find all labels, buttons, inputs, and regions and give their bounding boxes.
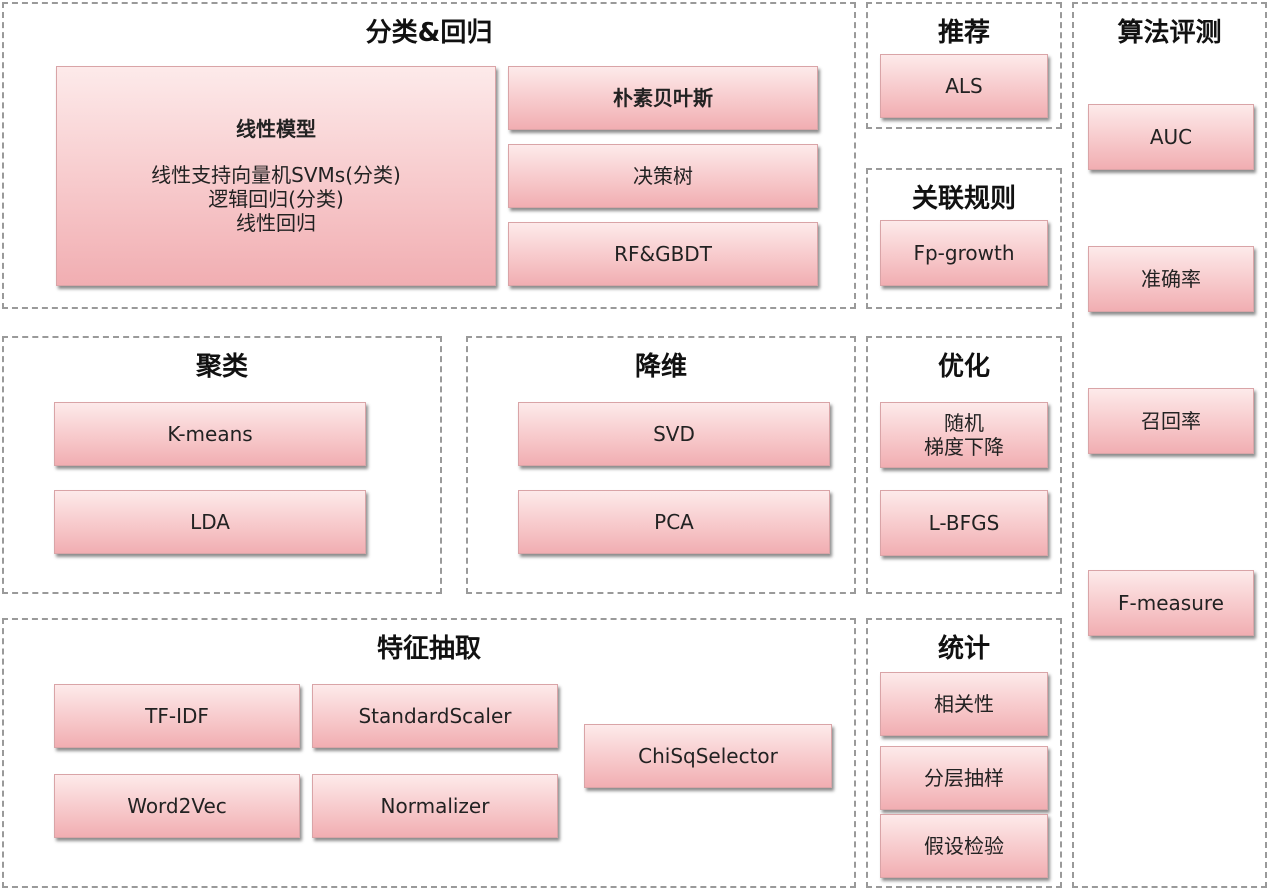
clustering-title: 聚类 <box>195 352 248 382</box>
box-label: PCA <box>654 510 694 534</box>
box-label: 召回率 <box>1141 409 1201 433</box>
box-label: LDA <box>190 510 230 534</box>
box-label: 假设检验 <box>924 834 1004 858</box>
linear-model-line: 线性支持向量机SVMs(分类) <box>151 163 401 187</box>
accuracy-box[interactable]: 准确率 <box>1088 246 1254 312</box>
box-label: 随机 <box>944 411 984 435</box>
sgd-box[interactable]: 随机 梯度下降 <box>880 402 1048 468</box>
box-label: StandardScaler <box>358 704 512 728</box>
recommendation-group: 推荐 ALS <box>866 2 1062 129</box>
box-label: AUC <box>1149 125 1193 149</box>
auc-box[interactable]: AUC <box>1088 104 1254 170</box>
statistics-title: 统计 <box>937 634 990 664</box>
pca-box[interactable]: PCA <box>518 490 830 554</box>
box-label: ALS <box>945 74 983 98</box>
naive-bayes-box[interactable]: 朴素贝叶斯 <box>508 66 818 130</box>
association-rules-title: 关联规则 <box>911 184 1016 214</box>
classification-regression-title: 分类&回归 <box>365 18 493 48</box>
feature-extraction-group: 特征抽取 TF-IDF StandardScaler Word2Vec Norm… <box>2 618 856 888</box>
recommendation-title: 推荐 <box>937 18 990 48</box>
algorithm-evaluation-title: 算法评测 <box>1117 18 1222 48</box>
box-label: 分层抽样 <box>924 766 1004 790</box>
box-label: TF-IDF <box>145 704 209 728</box>
box-label: 准确率 <box>1141 267 1201 291</box>
box-label: F-measure <box>1118 591 1224 615</box>
lda-box[interactable]: LDA <box>54 490 366 554</box>
svd-box[interactable]: SVD <box>518 402 830 466</box>
l-bfgs-box[interactable]: L-BFGS <box>880 490 1048 556</box>
tf-idf-box[interactable]: TF-IDF <box>54 684 300 748</box>
chisq-selector-box[interactable]: ChiSqSelector <box>584 724 832 788</box>
box-label: Fp-growth <box>913 241 1015 265</box>
optimization-group: 优化 随机 梯度下降 L-BFGS <box>866 336 1062 594</box>
clustering-group: 聚类 K-means LDA <box>2 336 442 594</box>
decision-tree-box[interactable]: 决策树 <box>508 144 818 208</box>
dimensionality-reduction-title: 降维 <box>634 352 687 382</box>
fp-growth-box[interactable]: Fp-growth <box>880 220 1048 286</box>
normalizer-box[interactable]: Normalizer <box>312 774 558 838</box>
box-label: L-BFGS <box>928 511 1000 535</box>
box-label: Normalizer <box>380 794 490 818</box>
hypothesis-testing-box[interactable]: 假设检验 <box>880 814 1048 878</box>
statistics-group: 统计 相关性 分层抽样 假设检验 <box>866 618 1062 888</box>
box-label: 相关性 <box>934 692 994 716</box>
stratified-sampling-box[interactable]: 分层抽样 <box>880 746 1048 810</box>
linear-model-line: 线性回归 <box>236 211 316 235</box>
linear-model-heading: 线性模型 <box>236 117 316 141</box>
word2vec-box[interactable]: Word2Vec <box>54 774 300 838</box>
box-label: Word2Vec <box>127 794 227 818</box>
box-label: 梯度下降 <box>924 435 1004 459</box>
linear-model-box[interactable]: 线性模型 线性支持向量机SVMs(分类) 逻辑回归(分类) 线性回归 <box>56 66 496 286</box>
rf-gbdt-box[interactable]: RF&GBDT <box>508 222 818 286</box>
box-label: SVD <box>653 422 695 446</box>
recall-box[interactable]: 召回率 <box>1088 388 1254 454</box>
standard-scaler-box[interactable]: StandardScaler <box>312 684 558 748</box>
als-box[interactable]: ALS <box>880 54 1048 118</box>
box-label: ChiSqSelector <box>638 744 778 768</box>
box-label: 朴素贝叶斯 <box>613 86 713 110</box>
f-measure-box[interactable]: F-measure <box>1088 570 1254 636</box>
box-label: K-means <box>167 422 253 446</box>
k-means-box[interactable]: K-means <box>54 402 366 466</box>
association-rules-group: 关联规则 Fp-growth <box>866 168 1062 309</box>
box-label: RF&GBDT <box>614 242 712 266</box>
optimization-title: 优化 <box>937 352 990 382</box>
algorithm-evaluation-group: 算法评测 AUC 准确率 召回率 F-measure <box>1072 2 1267 888</box>
classification-regression-group: 分类&回归 线性模型 线性支持向量机SVMs(分类) 逻辑回归(分类) 线性回归… <box>2 2 856 309</box>
feature-extraction-title: 特征抽取 <box>376 634 481 664</box>
box-label: 决策树 <box>633 164 693 188</box>
dimensionality-reduction-group: 降维 SVD PCA <box>466 336 856 594</box>
correlation-box[interactable]: 相关性 <box>880 672 1048 736</box>
linear-model-line: 逻辑回归(分类) <box>208 187 344 211</box>
